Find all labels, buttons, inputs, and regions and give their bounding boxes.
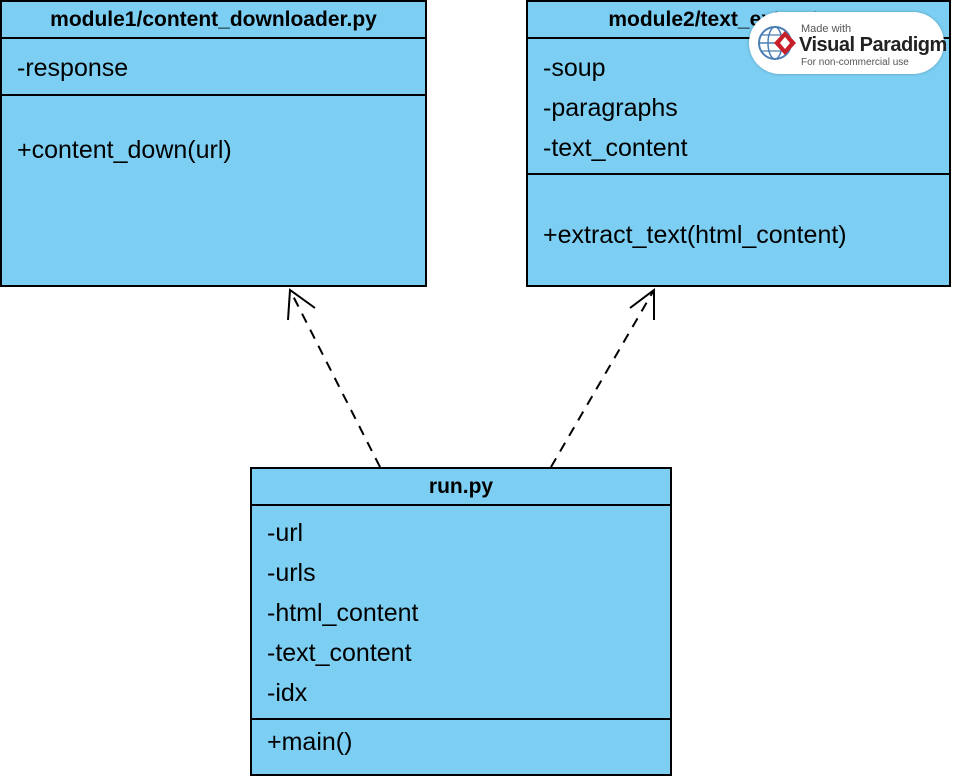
class-name: run.py	[252, 469, 670, 506]
methods-section: +main()	[252, 718, 670, 762]
watermark-note: For non-commercial use	[801, 57, 909, 68]
attribute: -url	[267, 519, 304, 547]
watermark-made-with: Made with	[801, 23, 852, 35]
attribute: -html_content	[267, 599, 419, 627]
attribute: -urls	[267, 559, 316, 587]
attribute: -paragraphs	[543, 94, 678, 122]
class-run[interactable]: run.py -url -urls -html_content -text_co…	[250, 467, 672, 776]
attribute: -text_content	[267, 639, 412, 667]
methods-section: +extract_text(html_content)	[528, 173, 949, 255]
attributes-section: -url -urls -html_content -text_content -…	[252, 506, 670, 718]
attributes-section: -response	[2, 39, 425, 94]
arrowhead-extractor	[629, 288, 655, 320]
method: +main()	[267, 728, 353, 756]
attribute: -soup	[543, 54, 606, 82]
method: +content_down(url)	[17, 136, 232, 164]
class-name: module1/content_downloader.py	[2, 2, 425, 39]
method: +extract_text(html_content)	[543, 221, 847, 249]
attribute: -idx	[267, 679, 308, 707]
visual-paradigm-watermark: Made with Visual Paradigm For non-commer…	[749, 12, 947, 74]
attribute: -response	[17, 54, 129, 82]
visual-paradigm-logo-icon	[758, 26, 796, 60]
dependency-line-run-to-extractor	[550, 289, 655, 468]
attribute: -text_content	[543, 134, 688, 162]
watermark-brand: Visual Paradigm	[799, 34, 947, 56]
class-content-downloader[interactable]: module1/content_downloader.py -response …	[0, 0, 427, 287]
arrowhead-downloader	[287, 288, 316, 321]
methods-section: +content_down(url)	[2, 94, 425, 170]
dependency-line-run-to-downloader	[289, 289, 381, 468]
attributes-section: -soup -paragraphs -text_content	[528, 39, 949, 173]
